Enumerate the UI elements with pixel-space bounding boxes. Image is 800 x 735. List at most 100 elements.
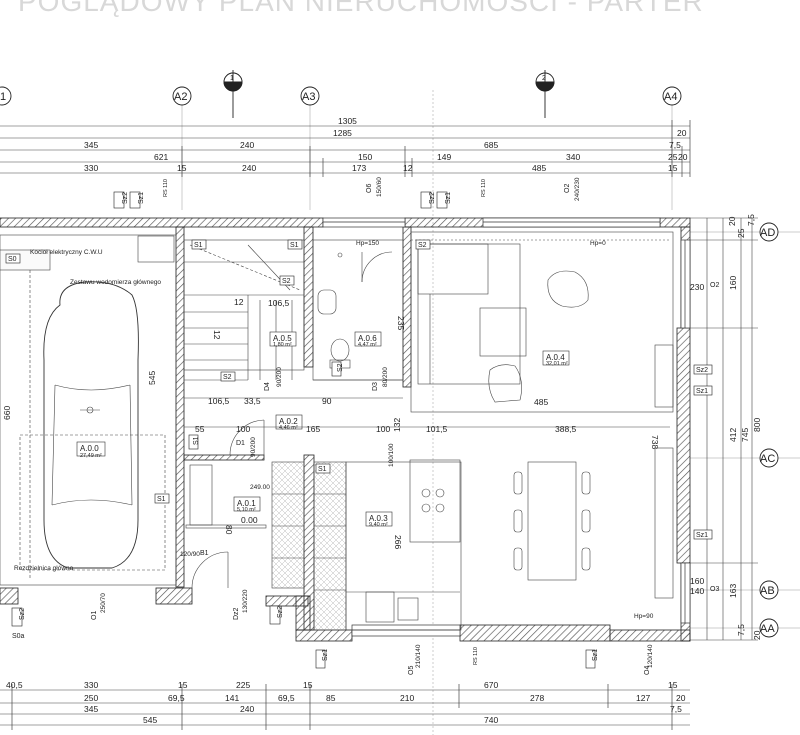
- svg-text:15: 15: [303, 680, 313, 690]
- tag-sz2-left: Sz2: [19, 608, 26, 620]
- svg-text:210: 210: [400, 693, 414, 703]
- dimension-lines-bottom: [0, 684, 690, 730]
- svg-text:130/220: 130/220: [242, 589, 249, 613]
- dim-485: 485: [534, 397, 548, 407]
- room-id-a02: A.0.2: [279, 417, 298, 426]
- axis-label-ac: AC: [760, 453, 775, 465]
- tag-sz1-bottom: Sz1: [322, 649, 329, 661]
- dim-top-340: 340: [566, 152, 580, 162]
- tag-s1-b: S1: [290, 242, 299, 249]
- svg-text:90/200: 90/200: [250, 437, 257, 457]
- svg-text:670: 670: [484, 680, 498, 690]
- room-id-a04: A.0.4: [546, 353, 565, 362]
- dim-660: 660: [2, 406, 12, 420]
- tag-rs110-bottom: RS 110: [473, 647, 479, 665]
- dimension-text-bottom: 40,5 330 15 225 15 670 15 250 69,5 141 6…: [6, 680, 686, 725]
- svg-text:150/60: 150/60: [376, 177, 383, 197]
- dim-top-240b: 240: [242, 163, 256, 173]
- dim-top-20a: 20: [677, 128, 687, 138]
- dim-3885: 388,5: [555, 424, 577, 434]
- tag-sz1-right-b: Sz1: [696, 532, 708, 539]
- section-marker-2: [535, 70, 555, 118]
- svg-text:250: 250: [84, 693, 98, 703]
- toilet-room: [312, 239, 404, 381]
- svg-text:745: 745: [740, 428, 750, 442]
- tag-s2-a: S2: [418, 242, 427, 249]
- tag-sz1-top-b: Sz1: [445, 192, 452, 204]
- svg-text:160: 160: [690, 576, 704, 586]
- dimension-lines-right: [690, 217, 758, 641]
- room-area-a01: 5,10 m²: [237, 507, 256, 513]
- svg-text:240/230: 240/230: [574, 177, 581, 201]
- svg-text:7,5: 7,5: [746, 214, 756, 226]
- tag-s1-a: S1: [194, 242, 203, 249]
- section-label-1: 1: [230, 75, 234, 82]
- tag-sz1-right: Sz1: [696, 388, 708, 395]
- svg-text:278: 278: [530, 693, 544, 703]
- dim-top-345: 345: [84, 140, 98, 150]
- tag-dz1: Dz2: [233, 607, 240, 620]
- dim-top-20b: 20: [678, 152, 688, 162]
- tag-o4: O5: [408, 666, 415, 675]
- dim-235: 80: [224, 525, 234, 535]
- svg-text:141: 141: [225, 693, 239, 703]
- room-id-a01: A.0.1: [237, 499, 256, 508]
- room-id-a00: A.0.0: [80, 444, 99, 453]
- room-area-a00: 27,49 m²: [80, 453, 102, 459]
- tag-sz2-top-b: Sz2: [429, 192, 436, 204]
- svg-text:120/140: 120/140: [647, 644, 654, 668]
- svg-text:740: 740: [484, 715, 498, 725]
- room-id-a03: A.0.3: [369, 514, 388, 523]
- dim-stair-17: 12: [212, 330, 222, 340]
- svg-text:230: 230: [690, 282, 704, 292]
- label-level: 249.00: [250, 484, 270, 491]
- dim-132: 132: [392, 418, 402, 432]
- tag-s2-b: S2: [282, 278, 291, 285]
- living-room: [410, 231, 674, 413]
- dining-area: [513, 447, 674, 599]
- svg-text:545: 545: [143, 715, 157, 725]
- svg-text:163: 163: [728, 584, 738, 598]
- axis-label-1: 1: [0, 91, 6, 103]
- axis-label-ad: AD: [760, 227, 775, 239]
- axis-label-a4: A4: [664, 91, 677, 103]
- vestibule-room: [185, 464, 267, 589]
- dim-top-1285: 1285: [333, 128, 352, 138]
- svg-text:20: 20: [727, 216, 737, 226]
- room-area-a04: 32,01 m²: [546, 361, 568, 367]
- svg-text:345: 345: [84, 704, 98, 714]
- tag-d4: D4: [264, 382, 271, 391]
- svg-text:160: 160: [728, 276, 738, 290]
- room-box-a00: [76, 441, 106, 457]
- axis-label-aa: AA: [760, 623, 775, 635]
- section-label-2: 2: [542, 75, 546, 82]
- svg-text:240: 240: [240, 704, 254, 714]
- svg-text:80/200: 80/200: [382, 367, 389, 387]
- svg-text:800: 800: [752, 418, 762, 432]
- svg-text:100/100: 100/100: [388, 443, 395, 467]
- tag-rs110-left: RS 110: [163, 179, 169, 197]
- svg-text:7,5: 7,5: [736, 624, 746, 636]
- dim-1015: 101,5: [426, 424, 448, 434]
- dim-55: 55: [195, 424, 205, 434]
- tag-rs110-right: RS 110: [481, 179, 487, 197]
- dim-266: 235: [396, 316, 406, 330]
- dim-1065: 106,5: [208, 396, 230, 406]
- dim-stair-12: 12: [234, 297, 244, 307]
- room-box-a04: [542, 350, 570, 366]
- svg-text:15: 15: [178, 680, 188, 690]
- svg-text:250/70: 250/70: [100, 593, 107, 613]
- room-box-a06: [354, 331, 382, 347]
- tag-sz2-bottom: Sz2: [277, 606, 284, 618]
- tag-sz1-top: Sz1: [138, 192, 145, 204]
- tag-dz2: B1: [200, 550, 209, 557]
- tag-s0a: S0a: [12, 633, 25, 640]
- svg-text:127: 127: [636, 693, 650, 703]
- svg-text:69,5: 69,5: [278, 693, 295, 703]
- hall-room: [229, 419, 265, 456]
- dim-1065-top: 106,5: [268, 298, 290, 308]
- tag-d1: D1: [236, 440, 245, 447]
- room-area-a03: 9,40 m²: [369, 522, 388, 528]
- svg-text:20: 20: [676, 693, 686, 703]
